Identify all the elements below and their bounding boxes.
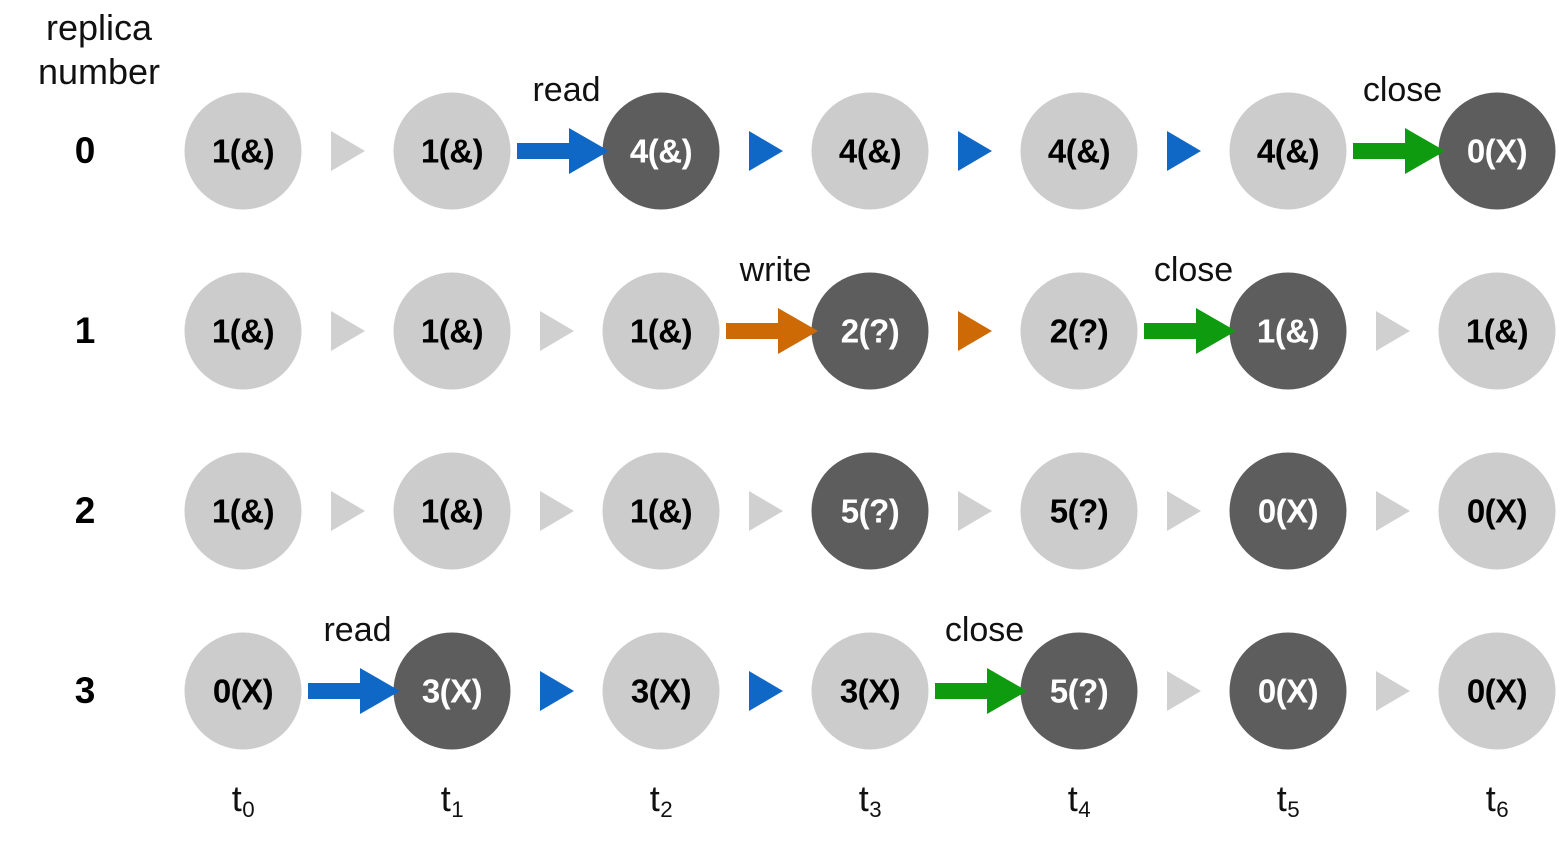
node-r1-t5: 1(&) <box>1229 272 1347 390</box>
node-r0-t0: 1(&) <box>184 92 302 210</box>
time-axis-label-t0: t0 <box>231 778 255 823</box>
node-r2-t3: 5(?) <box>811 452 929 570</box>
time-axis-base: t <box>649 778 660 819</box>
time-axis-label-t2: t2 <box>649 778 673 823</box>
node-r3-t5: 0(X) <box>1229 632 1347 750</box>
node-r0-t3: 4(&) <box>811 92 929 210</box>
node-r2-t5: 0(X) <box>1229 452 1347 570</box>
time-axis-base: t <box>858 778 869 819</box>
axis-caption: replica number <box>37 7 161 92</box>
time-axis-subscript: 6 <box>1496 797 1509 823</box>
node-r2-t4: 5(?) <box>1020 452 1138 570</box>
time-axis-subscript: 2 <box>660 797 673 823</box>
node-r2-t1: 1(&) <box>393 452 511 570</box>
time-axis-label-t1: t1 <box>440 778 464 823</box>
arrow-read-r3-t0-to-t1 <box>307 668 400 714</box>
arrow-inactive-r2-t3-to-t4 <box>957 491 992 531</box>
arrow-read-r3-t1-to-t2 <box>539 671 574 711</box>
node-r1-t1: 1(&) <box>393 272 511 390</box>
node-r3-t2: 3(X) <box>602 632 720 750</box>
arrow-write-r1-t3-to-t4 <box>957 311 992 351</box>
arrow-inactive-r1-t0-to-t1 <box>330 311 365 351</box>
node-r0-t5: 4(&) <box>1229 92 1347 210</box>
replica-row-label-1: 1 <box>74 310 96 351</box>
time-axis-base: t <box>1485 778 1496 819</box>
node-r3-t0: 0(X) <box>184 632 302 750</box>
time-axis-base: t <box>1276 778 1287 819</box>
arrow-label-close-r1-t4: close <box>1153 251 1234 289</box>
arrow-write-r1-t2-to-t3 <box>725 308 818 354</box>
arrow-inactive-r3-t4-to-t5 <box>1166 671 1201 711</box>
node-r3-t1: 3(X) <box>393 632 511 750</box>
node-r2-t2: 1(&) <box>602 452 720 570</box>
arrow-label-write-r1-t2: write <box>739 251 812 289</box>
arrow-label-read-r0-t1: read <box>532 71 601 109</box>
time-axis-subscript: 0 <box>242 797 255 823</box>
node-r1-t6: 1(&) <box>1438 272 1556 390</box>
node-r3-t4: 5(?) <box>1020 632 1138 750</box>
time-axis-base: t <box>440 778 451 819</box>
arrow-read-r3-t2-to-t3 <box>748 671 783 711</box>
replica-row-label-0: 0 <box>74 130 96 171</box>
arrow-label-close-r0-t5: close <box>1362 71 1443 109</box>
node-r0-t4: 4(&) <box>1020 92 1138 210</box>
node-r0-t1: 1(&) <box>393 92 511 210</box>
node-r2-t6: 0(X) <box>1438 452 1556 570</box>
time-axis-label-t5: t5 <box>1276 778 1300 823</box>
node-r3-t6: 0(X) <box>1438 632 1556 750</box>
node-r0-t2: 4(&) <box>602 92 720 210</box>
time-axis-subscript: 4 <box>1078 797 1091 823</box>
time-axis-base: t <box>231 778 242 819</box>
node-r2-t0: 1(&) <box>184 452 302 570</box>
arrow-read-r0-t1-to-t2 <box>516 128 609 174</box>
time-axis-subscript: 1 <box>451 797 464 823</box>
arrow-close-r1-t4-to-t5 <box>1143 308 1236 354</box>
node-r1-t4: 2(?) <box>1020 272 1138 390</box>
arrow-label-read-r3-t0: read <box>323 611 392 649</box>
time-axis-subscript: 3 <box>869 797 882 823</box>
arrow-close-r3-t3-to-t4 <box>934 668 1027 714</box>
arrow-inactive-r0-t0-to-t1 <box>330 131 365 171</box>
node-r1-t0: 1(&) <box>184 272 302 390</box>
arrow-inactive-r2-t1-to-t2 <box>539 491 574 531</box>
arrow-inactive-r2-t0-to-t1 <box>330 491 365 531</box>
replica-row-label-2: 2 <box>74 490 96 531</box>
time-axis-label-t4: t4 <box>1067 778 1091 823</box>
time-axis-base: t <box>1067 778 1078 819</box>
node-r0-t6: 0(X) <box>1438 92 1556 210</box>
node-r1-t3: 2(?) <box>811 272 929 390</box>
arrow-inactive-r1-t1-to-t2 <box>539 311 574 351</box>
arrow-label-close-r3-t3: close <box>944 611 1025 649</box>
arrow-read-r0-t2-to-t3 <box>748 131 783 171</box>
time-axis-label-t3: t3 <box>858 778 882 823</box>
arrow-inactive-r2-t2-to-t3 <box>748 491 783 531</box>
time-axis-label-t6: t6 <box>1485 778 1509 823</box>
replica-row-label-3: 3 <box>74 670 96 711</box>
arrow-read-r0-t3-to-t4 <box>957 131 992 171</box>
node-r3-t3: 3(X) <box>811 632 929 750</box>
arrow-inactive-r1-t5-to-t6 <box>1375 311 1410 351</box>
arrow-close-r0-t5-to-t6 <box>1352 128 1445 174</box>
arrow-read-r0-t4-to-t5 <box>1166 131 1201 171</box>
arrow-inactive-r3-t5-to-t6 <box>1375 671 1410 711</box>
node-r1-t2: 1(&) <box>602 272 720 390</box>
arrow-inactive-r2-t4-to-t5 <box>1166 491 1201 531</box>
time-axis-subscript: 5 <box>1287 797 1300 823</box>
arrow-inactive-r2-t5-to-t6 <box>1375 491 1410 531</box>
